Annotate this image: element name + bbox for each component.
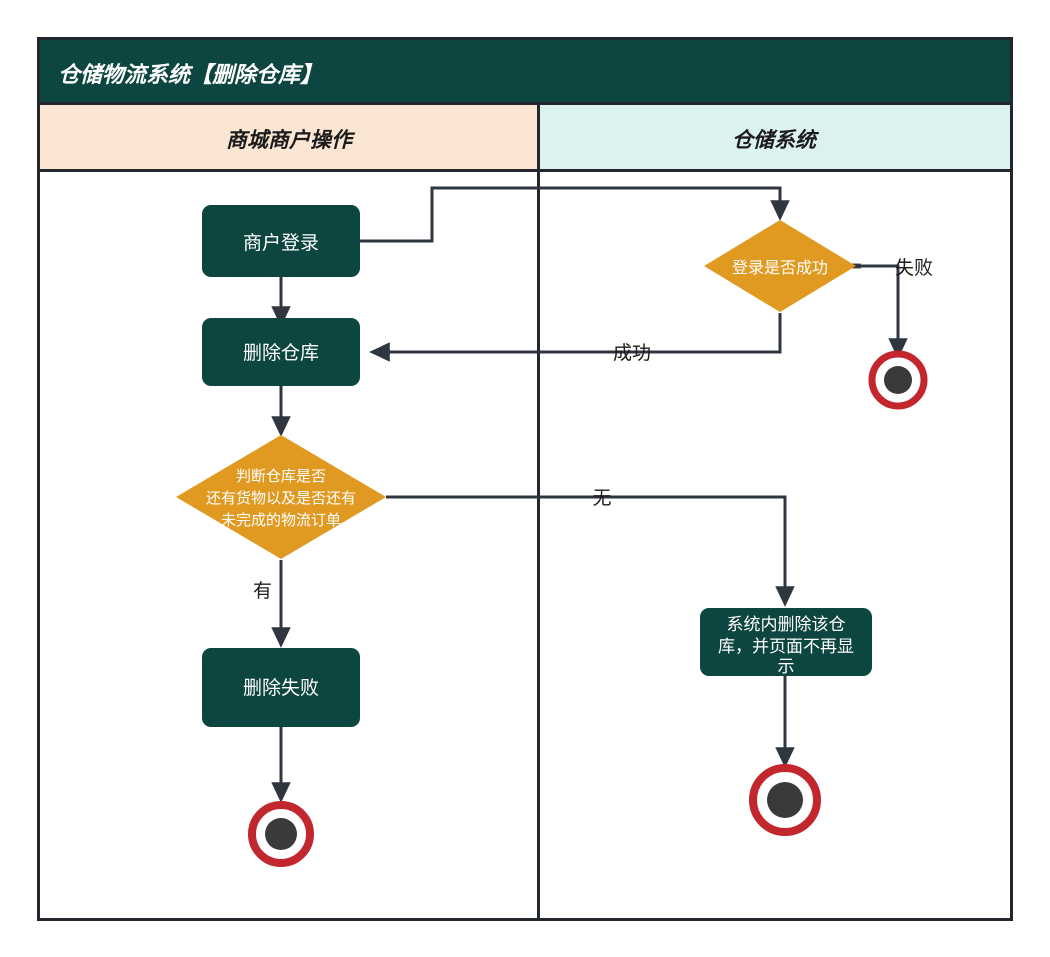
node-shape — [202, 205, 360, 277]
node-label-line3: 未完成的物流订单 — [221, 511, 341, 529]
node-delete-failed[interactable]: 删除失败 — [202, 648, 360, 727]
edge-label-success: 成功 — [613, 342, 651, 364]
edge-label-failure: 失败 — [895, 257, 933, 279]
node-end-failure[interactable] — [868, 350, 928, 410]
edge-login-to-check — [360, 186, 790, 243]
lane-header-left — [40, 105, 538, 170]
edge-label-has-goods: 有 — [253, 580, 272, 602]
node-system-delete[interactable]: 系统内删除该仓 库，并页面不再显 示 — [700, 608, 872, 677]
edge-layer — [271, 186, 908, 803]
decision-shape — [704, 220, 856, 312]
node-label: 删除仓库 — [243, 342, 319, 364]
node-end-success[interactable] — [749, 764, 821, 836]
title-bar — [40, 40, 1010, 102]
node-shape — [202, 648, 360, 727]
end-node-core — [265, 818, 297, 850]
lane-header-right — [538, 105, 1010, 170]
edge-label-layer: 成功 失败 有 无 — [253, 257, 933, 602]
end-node-core — [884, 366, 912, 394]
node-label-line1: 判断仓库是否 — [236, 467, 326, 485]
outer-frame — [37, 37, 1013, 921]
node-label-line3: 示 — [778, 657, 795, 677]
node-label-line2: 还有货物以及是否还有 — [206, 489, 356, 507]
end-node-core — [767, 782, 803, 818]
node-label-line1: 系统内删除该仓 — [727, 615, 846, 635]
diagram-frame — [37, 37, 1013, 921]
lane-label-merchant: 商城商户操作 — [226, 128, 356, 152]
page-title: 仓储物流系统【删除仓库】 — [58, 62, 322, 88]
edge-check-success — [369, 313, 782, 362]
node-merchant-login[interactable]: 商户登录 — [202, 205, 360, 277]
node-label: 登录是否成功 — [732, 258, 828, 277]
node-label-line2: 库，并页面不再显 — [718, 637, 854, 657]
node-end-left[interactable] — [248, 801, 314, 867]
decision-shape — [176, 435, 386, 559]
node-warehouse-empty-check[interactable]: 判断仓库是否 还有货物以及是否还有 未完成的物流订单 — [176, 435, 386, 559]
edge-check-failure — [851, 263, 908, 359]
node-shape — [202, 318, 360, 386]
edge-decision-no-goods — [386, 495, 795, 607]
node-label: 删除失败 — [243, 677, 319, 699]
node-login-success-check[interactable]: 登录是否成功 — [704, 220, 856, 312]
node-delete-warehouse[interactable]: 删除仓库 — [202, 318, 360, 386]
node-shape — [700, 608, 872, 676]
edge-label-no-goods: 无 — [592, 487, 611, 509]
node-label: 商户登录 — [243, 232, 319, 254]
lane-label-warehouse: 仓储系统 — [732, 128, 820, 152]
